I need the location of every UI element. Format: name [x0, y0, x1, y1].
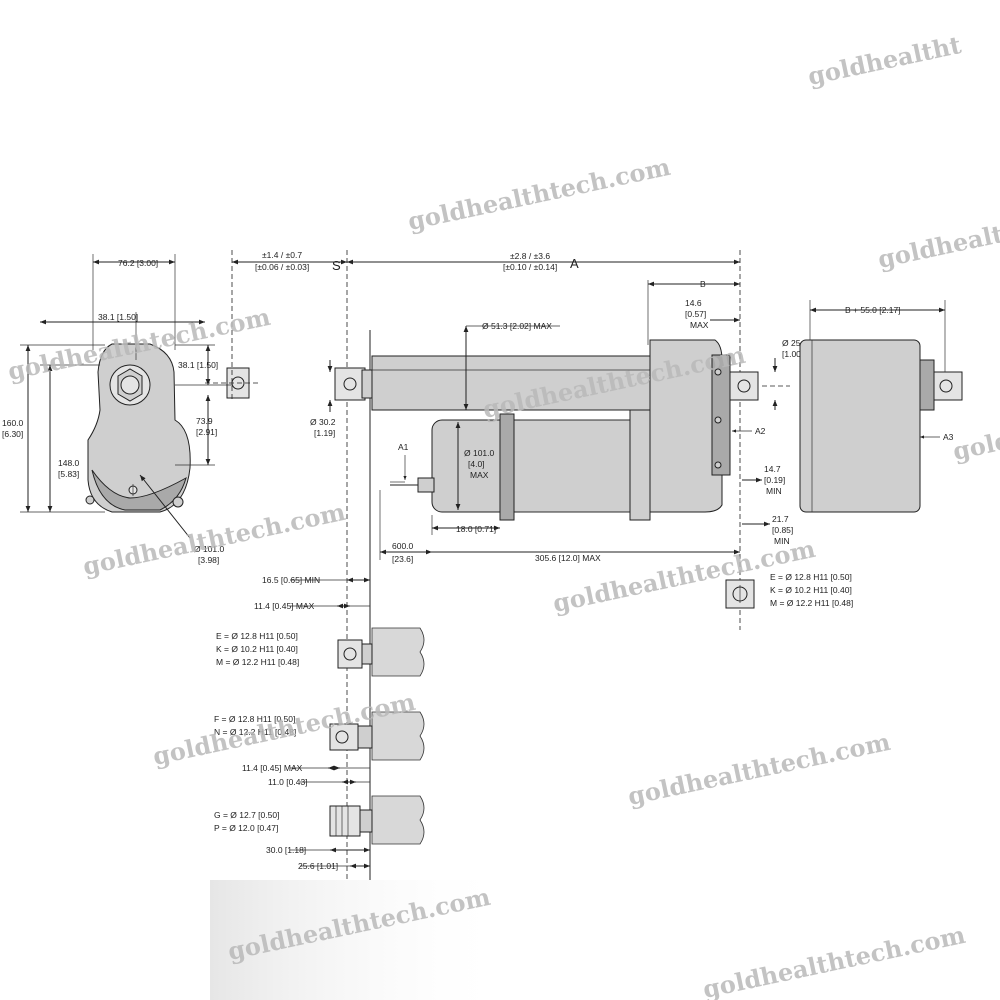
option3-stub	[371, 795, 425, 845]
dim-38-1-vertical: 38.1 [1.50]	[178, 360, 218, 370]
dim-diameter-25-4-inch: [1.00]	[782, 349, 803, 359]
dim-11-0: 11.0 [0.43]	[268, 777, 308, 787]
dim-148-0-inch: [5.83]	[58, 469, 79, 479]
dim-diameter-30-2-inch: [1.19]	[314, 428, 335, 438]
gearbox-side	[711, 354, 731, 476]
label-s: S	[332, 258, 341, 273]
dim-305-6: 305.6 [12.0] MAX	[535, 553, 601, 563]
label-a3: A3	[943, 432, 954, 442]
dim-14-7: 14.7	[764, 464, 781, 474]
right-gearbox-profile	[799, 339, 921, 513]
option-p-3: P = Ø 12.0 [0.47]	[214, 823, 278, 833]
dim-30-0: 30.0 [1.18]	[266, 845, 306, 855]
dim-148-0: 148.0	[58, 458, 80, 468]
dim-73-9-inch: [2.91]	[196, 427, 217, 437]
option2-stub	[371, 711, 425, 761]
motor-flange	[499, 413, 515, 521]
dim-14-7-inch: [0.19]	[764, 475, 785, 485]
label-a1: A1	[398, 442, 409, 452]
dim-14-7-min: MIN	[766, 486, 782, 496]
dim-s-tolerance: ±1.4 / ±0.7	[262, 250, 302, 260]
watermark-6: goldhealtht	[950, 405, 1000, 466]
rod-end-options: 11.4 [0.45] MAX E = Ø 12.8 H11 [0.50] K …	[214, 601, 425, 871]
option-k-1: K = Ø 10.2 H11 [0.40]	[216, 644, 298, 654]
option-g-3: G = Ø 12.7 [0.50]	[214, 810, 279, 820]
gearbox-housing	[649, 339, 723, 513]
dim-21-7-min: MIN	[774, 536, 790, 546]
dim-a-tolerance-inch: [±0.10 / ±0.14]	[503, 262, 557, 272]
watermark-1: goldhealtht	[805, 30, 963, 91]
dim-18-0: 18.0 [0.71]	[456, 524, 496, 534]
dim-14-6-max: MAX	[690, 320, 709, 330]
dim-38-1-horizontal: 38.1 [1.50]	[98, 312, 138, 322]
label-b: B	[700, 279, 706, 289]
option-m-1: M = Ø 12.2 H11 [0.48]	[216, 657, 299, 667]
watermark-3: goldhealth	[875, 215, 1000, 273]
dim-a-tolerance: ±2.8 / ±3.6	[510, 251, 550, 261]
dim-motor-diameter-max: MAX	[470, 470, 489, 480]
option3-threaded-end	[329, 805, 361, 837]
dim-11-4-max-top: 11.4 [0.45] MAX	[254, 601, 315, 611]
dim-73-9: 73.9	[196, 416, 213, 426]
end-housing-lower	[91, 469, 187, 511]
dim-600-0-inch: [23.6]	[392, 554, 413, 564]
main-side-view: ±1.4 / ±0.7 [±0.06 / ±0.03] S ±2.8 / ±3.…	[231, 250, 808, 880]
option-m-right: M = Ø 12.2 H11 [0.48]	[770, 598, 853, 608]
dim-14-6: 14.6	[685, 298, 702, 308]
end-bore-inner	[120, 375, 140, 395]
dim-160-0: 160.0	[2, 418, 24, 428]
dim-160-0-inch: [6.30]	[2, 429, 23, 439]
motor-body	[431, 419, 651, 513]
fade-gradient	[210, 880, 510, 1000]
right-end-view: B + 55.0 [2.17] A3 E = Ø 12.8 H11 [0.50]…	[725, 300, 963, 609]
watermark-10: goldhealthtech.com	[625, 727, 893, 811]
dim-11-4-max-mid: 11.4 [0.45] MAX	[242, 763, 303, 773]
dim-diameter-25-4: Ø 25.4	[782, 338, 808, 348]
dim-motor-diameter-inch: [4.0]	[468, 459, 485, 469]
dim-b-plus-55: B + 55.0 [2.17]	[845, 305, 901, 315]
option-n-2: N = Ø 12.2 H11 [0.48]	[214, 727, 296, 737]
left-end-view: 76.2 [3.00] 38.1 [1.50] 38.1 [1.50] 160.…	[2, 254, 260, 565]
dim-motor-diameter: Ø 101.0	[464, 448, 495, 458]
dim-21-7-inch: [0.85]	[772, 525, 793, 535]
watermark-2: goldhealthtech.com	[405, 152, 673, 236]
dim-diameter-30-2: Ø 30.2	[310, 417, 336, 427]
option1-stub	[371, 627, 425, 677]
end-bolt-head	[172, 496, 184, 508]
option-e-right: E = Ø 12.8 H11 [0.50]	[770, 572, 852, 582]
dim-14-6-inch: [0.57]	[685, 309, 706, 319]
dim-21-7: 21.7	[772, 514, 789, 524]
label-a2: A2	[755, 426, 766, 436]
dim-76-2: 76.2 [3.00]	[118, 258, 158, 268]
dim-diameter-101-inch: [3.98]	[198, 555, 219, 565]
dim-25-6: 25.6 [1.01]	[298, 861, 338, 871]
watermark-12: goldhealthtech.com	[700, 920, 968, 1000]
option-f-2: F = Ø 12.8 H11 [0.50]	[214, 714, 295, 724]
dim-diameter-101: Ø 101.0	[194, 544, 225, 554]
dim-16-5-min: 16.5 [0.65] MIN	[262, 575, 320, 585]
dim-600-0: 600.0	[392, 541, 414, 551]
dim-s-tolerance-inch: [±0.06 / ±0.03]	[255, 262, 309, 272]
option-k-right: K = Ø 10.2 H11 [0.40]	[770, 585, 852, 595]
option-e-1: E = Ø 12.8 H11 [0.50]	[216, 631, 298, 641]
actuator-tube	[371, 355, 653, 411]
label-a: A	[570, 256, 579, 271]
dim-diameter-51-3: Ø 51.3 [2.02] MAX	[482, 321, 552, 331]
